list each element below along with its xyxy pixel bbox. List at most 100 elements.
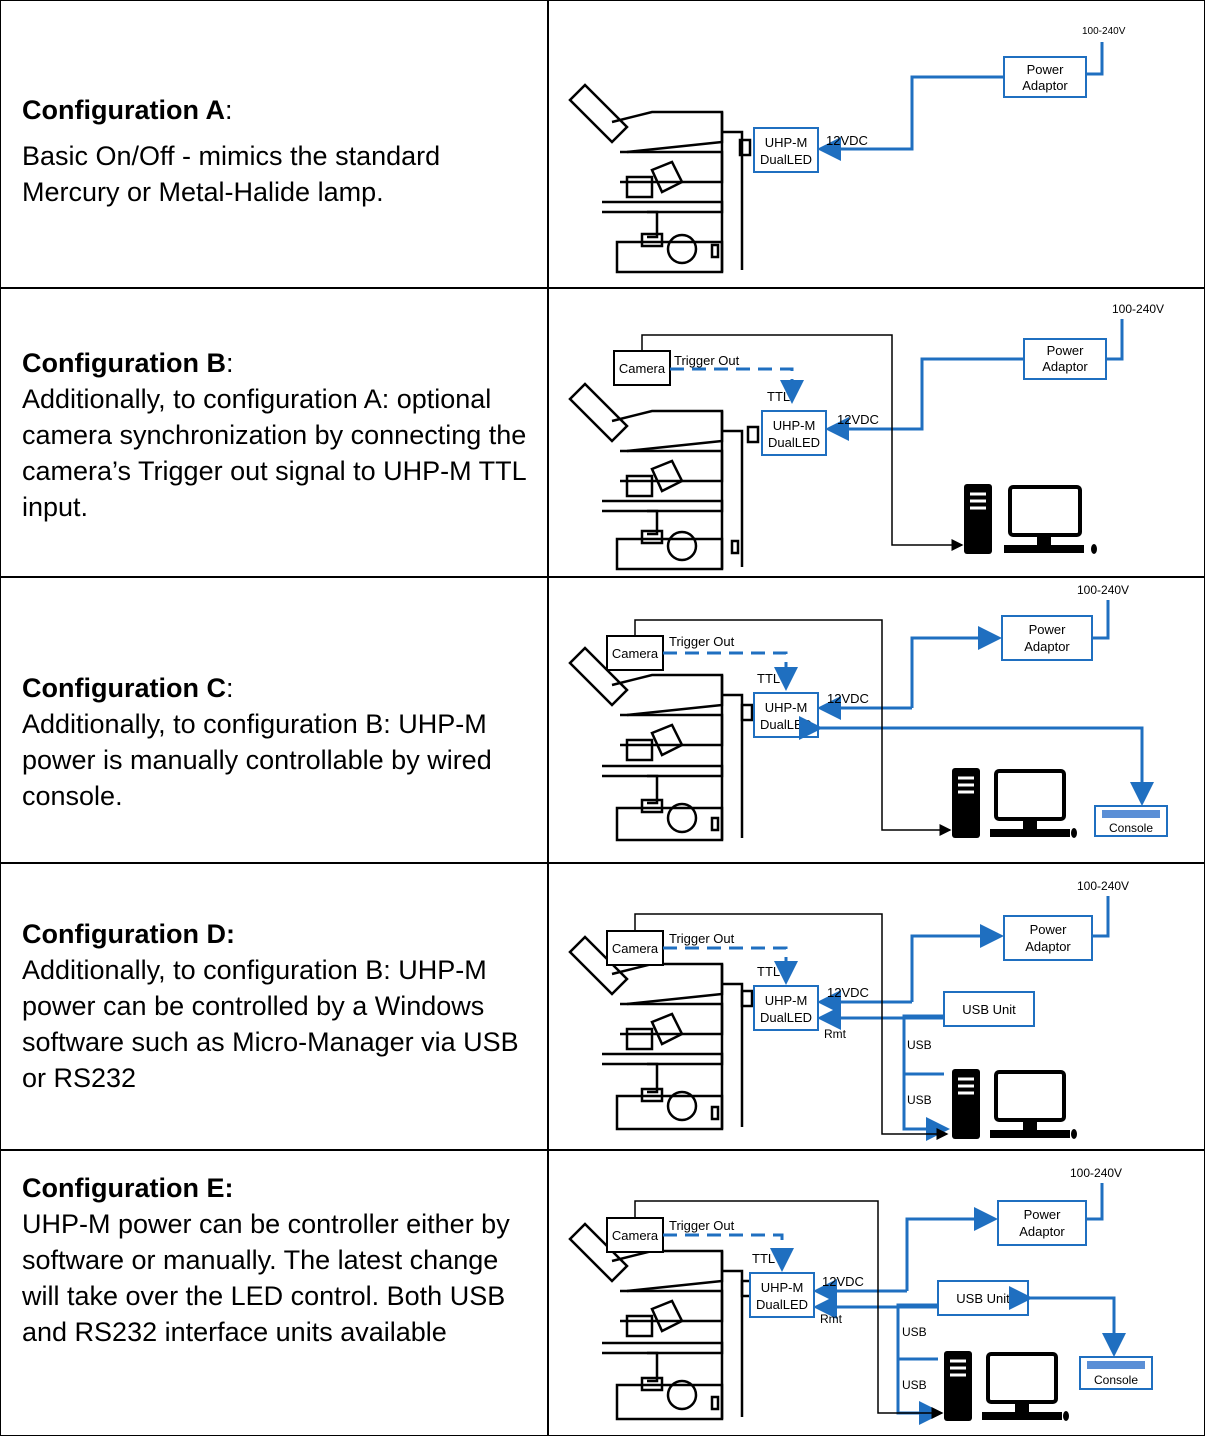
microscope-icon [568,935,754,1131]
usb-wire-1 [896,1303,938,1361]
computer-icon [964,484,1097,554]
dualled-label: DualLED [760,717,812,732]
camera-pc-wire [634,913,949,1140]
power-label: Power [1027,62,1065,77]
trigger-wire [663,1233,794,1272]
voltage-label: 100-240V [1077,583,1129,597]
uhp-label: UHP-M [765,700,808,715]
column-divider [547,0,549,1436]
dc-wire [825,357,1024,441]
adaptor-label: Adaptor [1025,939,1071,954]
config-b-body: Additionally, to configuration A: option… [22,384,527,522]
adaptor-label: Adaptor [1024,639,1070,654]
camera-label: Camera [612,941,659,956]
mains-wire [1086,42,1104,76]
trigger-wire [663,946,798,985]
row-divider [0,576,1205,578]
camera-pc-wire [641,334,964,551]
rmt-label: Rmt [824,1027,847,1041]
usb-wire-2 [902,1074,950,1141]
voltage-label: 100-240V [1077,879,1129,893]
voltage-label: 100-240V [1082,26,1126,37]
config-c-body: Additionally, to configuration B: UHP-M … [22,709,492,811]
camera-box [606,635,664,671]
config-d-text: Configuration D: Additionally, to config… [22,916,537,1096]
camera-pc-wire [634,1200,944,1419]
config-e-text: Configuration E: UHP-M power can be cont… [22,1170,537,1350]
dc-label: 12VDC [827,985,869,1000]
voltage-label: 100-240V [1112,302,1164,316]
config-c-title: Configuration C [22,673,226,703]
trigger-label: Trigger Out [674,353,740,368]
dc-label: 12VDC [837,412,879,427]
config-a-title: Configuration A [22,95,225,125]
microscope-icon [568,83,752,274]
config-a-text: Configuration A: Basic On/Off - mimics t… [22,92,537,210]
trigger-label: Trigger Out [669,1218,735,1233]
console-wire [799,716,1154,806]
uhp-label: UHP-M [765,135,808,150]
usb-label-1: USB [902,1325,927,1339]
config-d-body: Additionally, to configuration B: UHP-M … [22,955,519,1093]
power-label: Power [1024,1207,1062,1222]
config-b-title-suffix: : [225,348,234,378]
config-b-title: Configuration B [22,348,226,378]
config-a-body: Basic On/Off - mimics the standard Mercu… [22,141,441,207]
power-label: Power [1030,922,1068,937]
rmt-label: Rmt [820,1312,843,1326]
power-wire [910,924,1004,1002]
trigger-wire [670,367,804,404]
uhp-label: UHP-M [761,1280,804,1295]
row-divider [0,287,1205,289]
power-label: Power [1047,343,1085,358]
dualled-label: DualLED [760,152,812,167]
console-label: Console [1109,821,1153,835]
row-divider [0,1149,1205,1151]
uhp-dualled-box [753,127,819,173]
usb-unit-label: USB Unit [962,1002,1016,1017]
uhp-label: UHP-M [765,993,808,1008]
dualled-label: DualLED [760,1010,812,1025]
camera-label: Camera [612,1228,659,1243]
config-e-diagram: Camera Trigger Out TTL UHP-M DualLED Pow… [568,1166,1153,1425]
usb-label-2: USB [907,1093,932,1107]
adaptor-label: Adaptor [1022,78,1068,93]
microscope-icon [568,382,760,571]
config-c-diagram: Camera Trigger Out TTL UHP-M DualLED Pow… [568,583,1168,842]
ttl-label: TTL [757,671,780,686]
power-adaptor-box [1003,915,1093,961]
mains-wire [1092,896,1110,938]
usb-wire-1 [902,1014,944,1076]
ttl-label: TTL [757,964,780,979]
config-a-title-suffix: : [224,95,233,125]
console-display [1102,810,1160,818]
config-d-title: Configuration D: [22,919,235,949]
power-wire [910,626,1002,708]
computer-icon [952,1069,1077,1139]
config-d-diagram: Camera Trigger Out TTL UHP-M DualLED Pow… [568,879,1129,1141]
usb-label-1: USB [907,1038,932,1052]
trigger-label: Trigger Out [669,931,735,946]
mains-wire [1106,319,1124,361]
uhp-label: UHP-M [773,418,816,433]
config-c-title-suffix: : [225,673,234,703]
dc-label: 12VDC [826,133,868,148]
ttl-label: TTL [767,389,790,404]
voltage-label: 100-240V [1070,1166,1122,1180]
mains-wire [1086,1183,1104,1221]
console-display [1087,1361,1145,1369]
config-a-diagram: UHP-M DualLED Power Adaptor 100-240V 12V… [568,26,1126,274]
usb-unit-box [943,991,1035,1027]
config-e-body: UHP-M power can be controller either by … [22,1209,510,1347]
config-e-title: Configuration E: [22,1173,234,1203]
uhp-dualled-box [749,1272,815,1318]
ttl-label: TTL [752,1251,775,1266]
dc-label: 12VDC [822,1274,864,1289]
power-adaptor-box [997,1200,1087,1246]
camera-label: Camera [612,646,659,661]
uhp-dualled-box [753,985,819,1031]
computer-icon [944,1351,1069,1421]
console-label: Console [1094,1373,1138,1387]
power-label: Power [1029,622,1067,637]
camera-pc-wire [634,619,952,836]
